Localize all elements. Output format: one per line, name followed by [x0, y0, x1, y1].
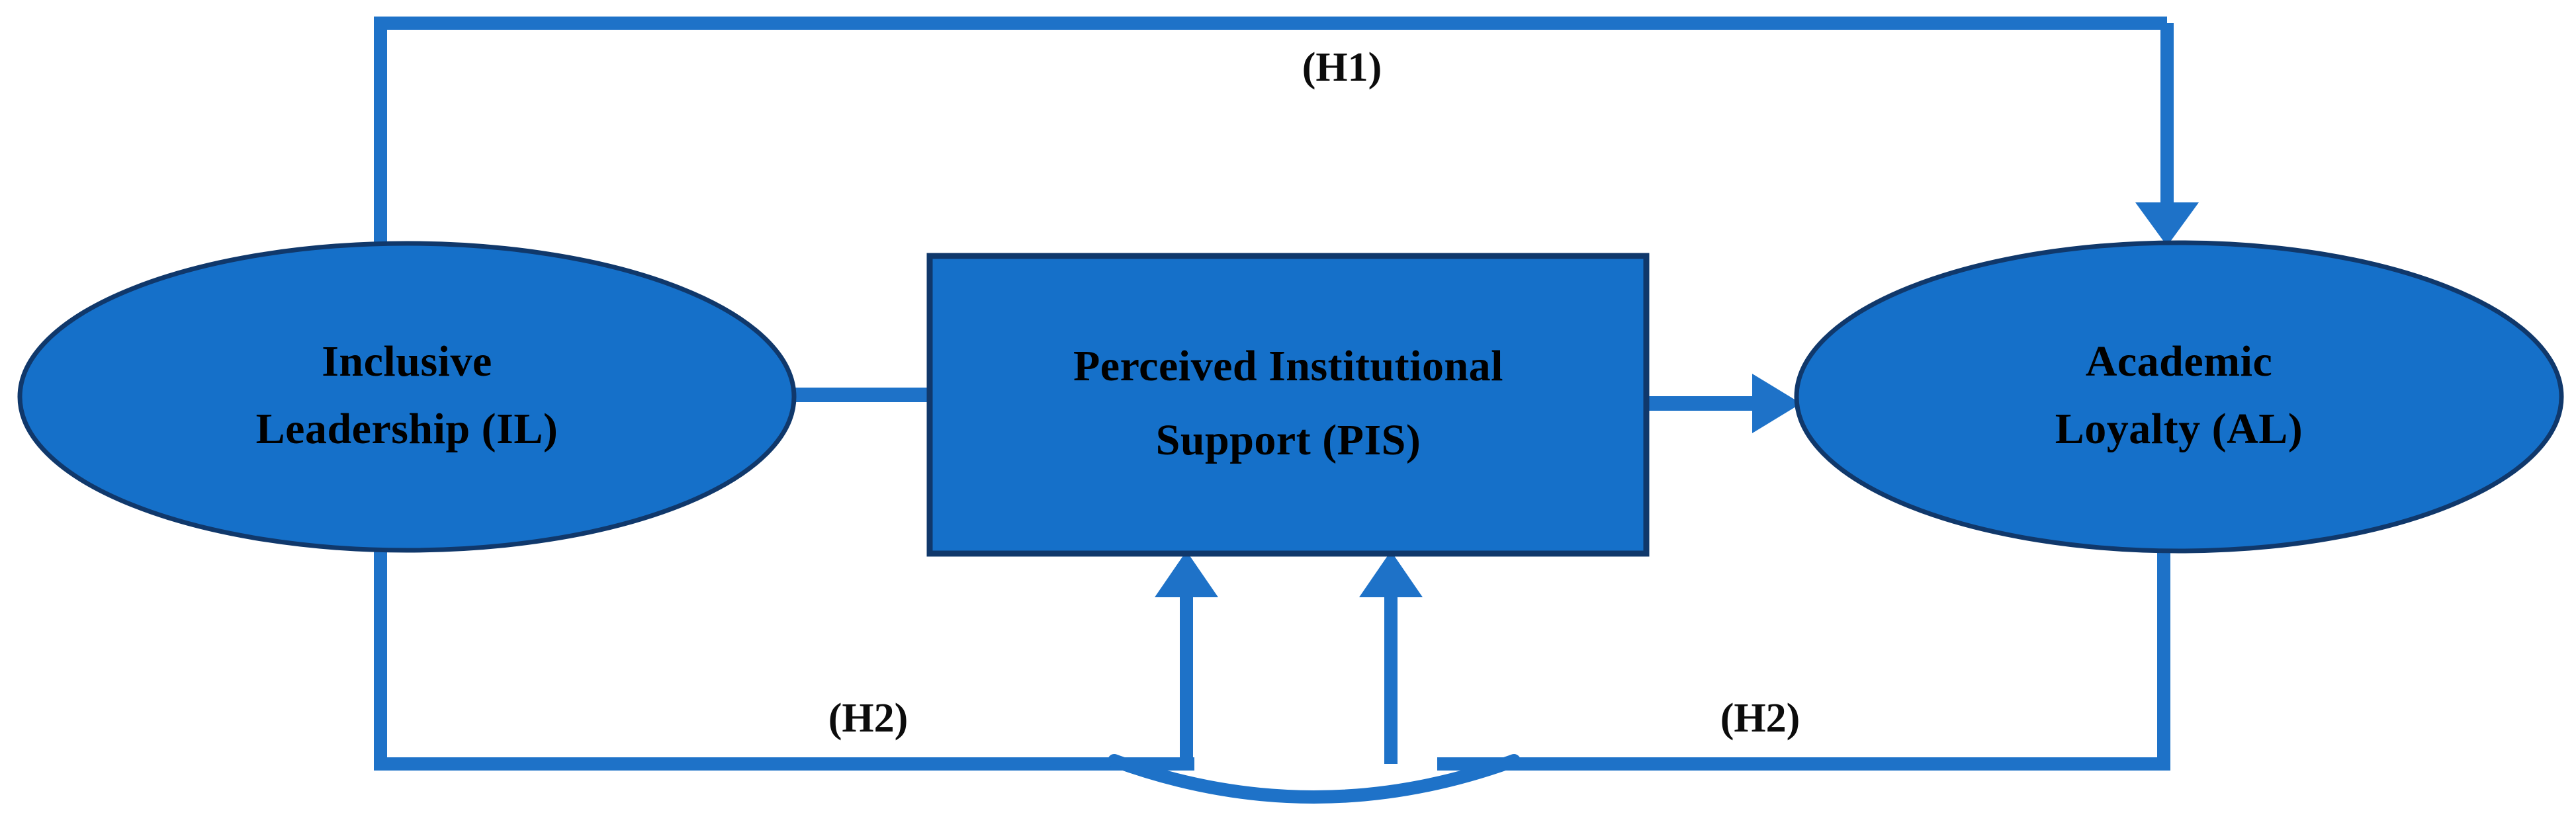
pis-label-line2: Support (PIS) [1156, 416, 1421, 464]
il-ellipse-shape [17, 241, 797, 553]
pis-al-arrowhead-icon [1752, 374, 1801, 433]
h2-right-arrowhead-icon [1359, 551, 1423, 597]
node-academic-loyalty[interactable]: Academic Loyalty (AL) [1794, 240, 2564, 554]
edge-h2-mediation-paths[interactable] [374, 544, 2170, 804]
edge-label-h2-right: (H2) [1720, 696, 1800, 741]
h2-left-arrowhead-icon [1155, 551, 1218, 597]
al-label-line2: Loyalty (AL) [2055, 405, 2303, 453]
al-label-line1: Academic [2086, 337, 2273, 386]
h2-crossover-arc [1108, 754, 1521, 804]
il-label-line2: Leadership (IL) [256, 405, 558, 453]
pis-label-line1: Perceived Institutional [1073, 342, 1503, 390]
al-ellipse-shape [1794, 240, 2564, 554]
node-inclusive-leadership[interactable]: Inclusive Leadership (IL) [17, 241, 797, 553]
edge-label-h1: (H1) [1302, 45, 1382, 90]
il-label-line1: Inclusive [322, 337, 492, 386]
h1-arrowhead-icon [2135, 202, 2199, 246]
edge-label-h2-left: (H2) [828, 696, 909, 741]
pis-rect-shape [926, 253, 1650, 557]
node-perceived-institutional-support[interactable]: Perceived Institutional Support (PIS) [926, 253, 1650, 557]
edge-pis-to-al[interactable] [1646, 374, 1801, 433]
edge-h1-direct-effect[interactable] [374, 17, 2199, 250]
